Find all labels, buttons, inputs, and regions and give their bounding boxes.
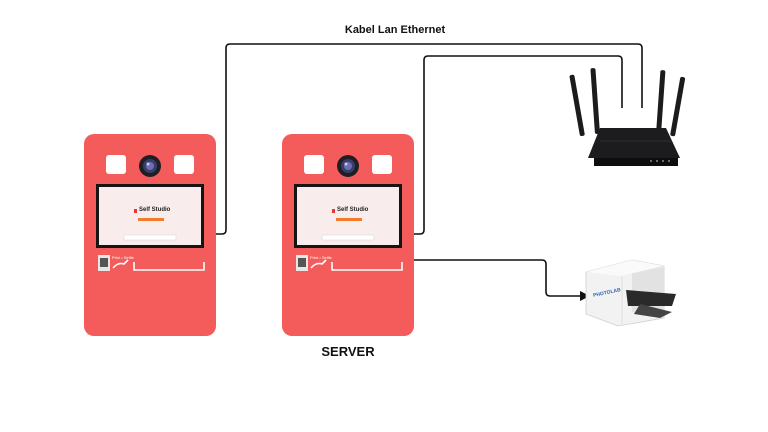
cable-label: Kabel Lan Ethernet: [344, 24, 446, 36]
card-slot-icon: [112, 259, 129, 269]
paper-slot: [133, 262, 205, 271]
kiosk-left: [84, 134, 216, 336]
camera-icon: [139, 155, 161, 177]
server-label: SERVER: [321, 344, 375, 359]
printer-arrow-head: [580, 291, 590, 301]
camera-icon: [337, 155, 359, 177]
cable-server-to-router: [412, 55, 623, 235]
printer-icon: [585, 259, 676, 327]
kiosk-left-tagline: Print • Selfie: [112, 255, 134, 260]
card-slot-icon: [310, 259, 327, 269]
kiosk-server-brand: Self Studio: [337, 207, 369, 213]
kiosk-server: [282, 134, 414, 336]
connections: [214, 43, 643, 297]
kiosk-left-brand: Self Studio: [139, 207, 171, 213]
router-icon: [569, 68, 686, 166]
cable-kiosk-left-to-router: [214, 43, 643, 235]
paper-slot: [331, 262, 403, 271]
kiosk-server-tagline: Print • Selfie: [310, 255, 332, 260]
cable-server-to-printer: [412, 259, 582, 297]
